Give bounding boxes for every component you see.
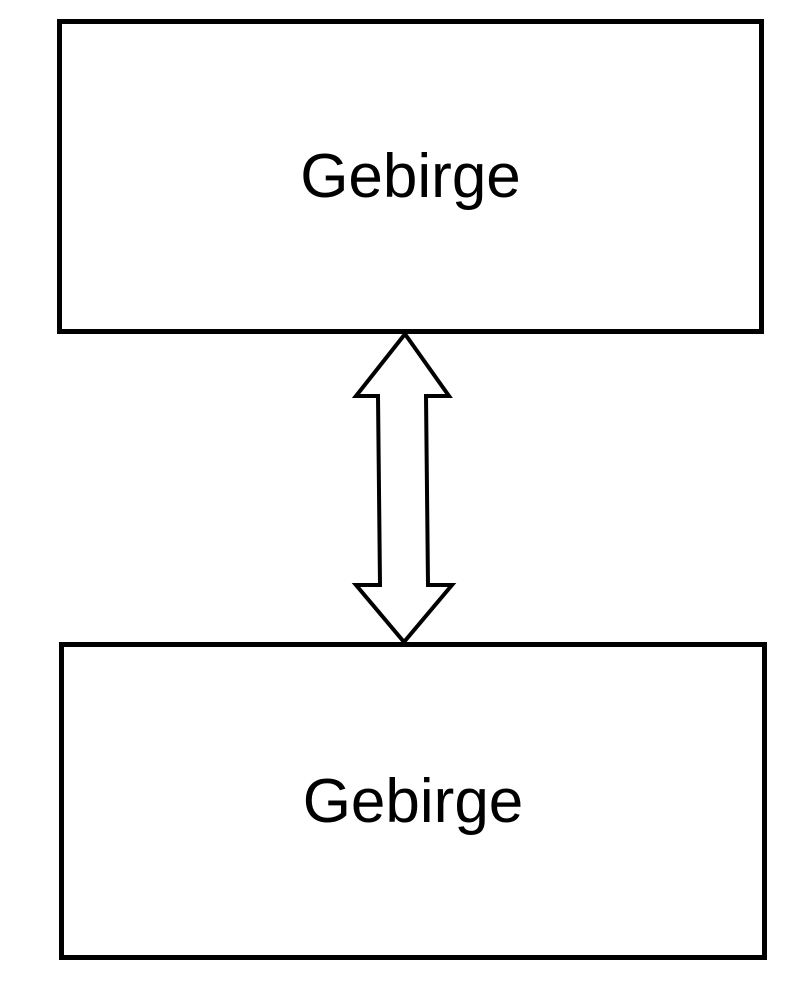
- node-top-box: Gebirge: [57, 19, 764, 334]
- bidirectional-arrow-shape: [351, 330, 457, 646]
- bidirectional-arrow-icon: [351, 330, 457, 646]
- node-bottom-label: Gebirge: [302, 766, 524, 836]
- node-bottom-box: Gebirge: [59, 642, 767, 960]
- node-top-label: Gebirge: [300, 142, 521, 211]
